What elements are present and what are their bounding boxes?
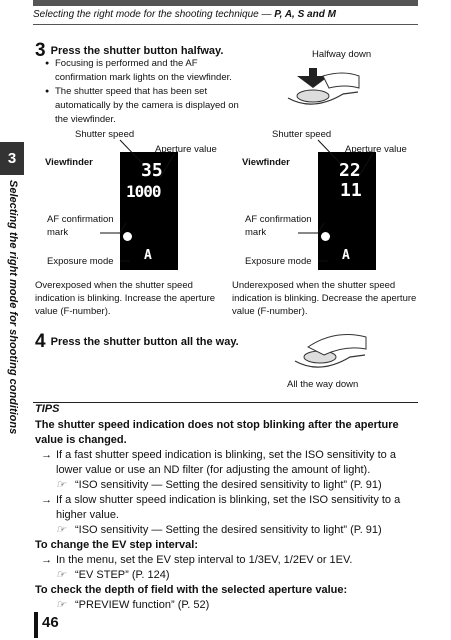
tip-answer: →In the menu, set the EV step interval t… — [35, 554, 353, 566]
left-exposure-label: Exposure mode — [47, 256, 114, 267]
header-modes: P, A, S and M — [274, 9, 336, 20]
tip-reference: ☞“PREVIEW function” (P. 52) — [56, 599, 210, 611]
right-aperture-label: Aperture value — [345, 144, 407, 155]
step-4-number: 4 — [35, 331, 46, 352]
tip-reference: ☞“EV STEP” (P. 124) — [56, 569, 170, 581]
page-number: 46 — [42, 614, 59, 631]
step-3-title: Press the shutter button halfway. — [50, 45, 224, 57]
page-bar — [34, 612, 38, 638]
left-aperture-value: 1000 — [126, 182, 162, 201]
reference-icon: ☞ — [56, 524, 66, 536]
right-shutter-label: Shutter speed — [272, 129, 332, 140]
right-af-label: AF confirmation mark — [245, 214, 312, 238]
reference-icon: ☞ — [56, 479, 66, 491]
step-3-number: 3 — [35, 40, 46, 61]
left-leader-lines — [100, 139, 176, 262]
left-viewfinder-label: Viewfinder — [45, 157, 93, 168]
right-viewfinder-display: 22 11 A — [318, 152, 376, 270]
left-shutter-value: 35 — [141, 160, 163, 181]
chapter-side-label: Selecting the right mode for shooting co… — [7, 180, 19, 435]
tip-question: To check the depth of field with the sel… — [35, 584, 348, 596]
tips-rule — [33, 402, 418, 403]
chapter-tab: 3 — [0, 142, 24, 175]
right-note: Underexposed when the shutter speed indi… — [232, 280, 417, 317]
tip-reference: ☞“ISO sensitivity — Setting the desired … — [56, 524, 382, 536]
left-af-label: AF confirmation mark — [47, 214, 114, 238]
header-text: Selecting the right mode for the shootin… — [33, 9, 272, 20]
header-rule — [33, 24, 418, 25]
reference-icon: ☞ — [56, 569, 66, 581]
left-note: Overexposed when the shutter speed indic… — [35, 280, 216, 317]
tip-question: To change the EV step interval: — [35, 539, 198, 551]
tip-answer: →If a slow shutter speed indication is b… — [35, 494, 401, 521]
tip-reference: ☞“ISO sensitivity — Setting the desired … — [56, 479, 382, 491]
left-shutter-label: Shutter speed — [75, 129, 135, 140]
bullet: Focusing is performed and the AF confirm… — [45, 57, 245, 85]
step-3-bullets: Focusing is performed and the AF confirm… — [45, 57, 245, 127]
step-4-heading: 4 Press the shutter button all the way. — [35, 331, 239, 353]
left-mode-value: A — [144, 248, 152, 263]
tips-title: TIPS — [35, 403, 60, 415]
tips-body: The shutter speed indication does not st… — [35, 418, 420, 613]
tip-answer: →If a fast shutter speed indication is b… — [35, 449, 396, 476]
left-aperture-label: Aperture value — [155, 144, 217, 155]
right-mode-value: A — [342, 248, 350, 263]
page-header: Selecting the right mode for the shootin… — [33, 9, 336, 20]
halfway-label: Halfway down — [312, 49, 372, 60]
left-viewfinder-display: 35 1000 A — [120, 152, 178, 270]
right-af-mark — [321, 232, 330, 241]
step-3-heading: 3 Press the shutter button halfway. — [35, 40, 223, 62]
header-bar — [33, 0, 418, 6]
left-af-mark — [123, 232, 132, 241]
camera-halfway-icon — [287, 68, 360, 105]
tip-question: The shutter speed indication does not st… — [35, 419, 399, 446]
step-4-title: Press the shutter button all the way. — [50, 336, 239, 348]
right-exposure-label: Exposure mode — [245, 256, 312, 267]
camera-all-way-icon — [294, 334, 367, 368]
all-way-label: All the way down — [287, 379, 359, 390]
bullet: The shutter speed that has been set auto… — [45, 85, 245, 127]
right-leader-lines — [298, 139, 374, 262]
right-viewfinder-label: Viewfinder — [242, 157, 290, 168]
right-shutter-value: 22 — [339, 160, 361, 181]
reference-icon: ☞ — [56, 599, 66, 611]
right-aperture-value: 11 — [340, 180, 362, 201]
